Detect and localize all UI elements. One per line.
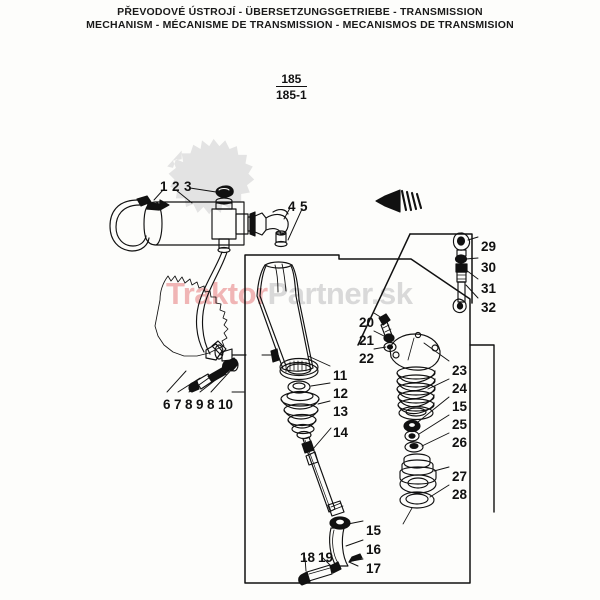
part-11-booster-cylinder-body <box>256 261 314 372</box>
callout-13: 13 <box>333 404 349 419</box>
callout-25: 25 <box>452 417 468 432</box>
part-26-washer <box>404 441 424 453</box>
title-line-1: PŘEVODOVÉ ÚSTROJÍ - ÜBERSETZUNGSGETRIEBE… <box>117 6 483 18</box>
part-4-elbow-fitting <box>254 208 289 248</box>
page-number-top: 185 <box>281 72 302 86</box>
part-12-seal-ring <box>287 380 311 394</box>
part-29-rod-end-eye <box>452 232 471 257</box>
part-15-pin-washer-upper <box>403 419 421 433</box>
callout-5: 5 <box>300 199 308 214</box>
callout-24: 24 <box>452 381 468 396</box>
part-28-retaining-ring <box>399 491 435 525</box>
lower-right-panel-edge <box>469 344 495 513</box>
page-number: 185 185-1 <box>276 72 307 102</box>
part-32-link-rod <box>452 281 467 314</box>
callout-6: 6 <box>163 397 171 412</box>
flywheel-gear-outline <box>154 275 229 357</box>
part-30-nut <box>454 254 468 264</box>
callout-2: 2 <box>172 179 180 194</box>
callout-31: 31 <box>481 281 497 296</box>
part-8-washer-stack <box>221 358 239 374</box>
callout-30: 30 <box>481 260 497 275</box>
callout-9: 9 <box>196 397 204 412</box>
callout-10: 10 <box>218 397 234 412</box>
gear-icon <box>164 138 255 318</box>
callout-26: 26 <box>452 435 468 450</box>
callout-16: 16 <box>366 542 382 557</box>
callout-7: 7 <box>174 397 182 412</box>
callout-17: 17 <box>366 561 382 576</box>
leader-lines <box>153 187 479 572</box>
part-11-cylinder-flange <box>279 357 319 381</box>
part-2-accumulator-cylinder <box>143 201 245 246</box>
callout-27: 27 <box>452 469 468 484</box>
callout-11: 11 <box>333 368 348 383</box>
callout-29: 29 <box>481 239 497 254</box>
part-18-bolt-long <box>298 564 333 586</box>
callout-20: 20 <box>359 315 375 330</box>
part-13-spring-washer-stack <box>280 390 320 440</box>
part-24-coil-spring <box>396 366 436 421</box>
part-21-washer <box>383 333 395 343</box>
title-line-2: MECHANISM - MÉCANISME DE TRANSMISSION - … <box>86 19 514 31</box>
part-5-union-nut <box>249 211 256 237</box>
part-23-cover-plate <box>389 331 441 371</box>
hatched-arrow-left-icon <box>375 189 423 213</box>
part-31-adjuster-sleeve <box>455 263 468 283</box>
part-2-cylinder-head <box>211 197 253 254</box>
part-16-clevis-fork <box>329 527 349 567</box>
diagram-title-block: PŘEVODOVÉ ÚSTROJÍ - ÜBERSETZUNGSGETRIEBE… <box>0 6 600 32</box>
callout-14: 14 <box>333 425 349 440</box>
hydraulic-hose <box>195 251 228 355</box>
callout-19: 19 <box>318 550 334 565</box>
callout-32: 32 <box>481 300 497 315</box>
main-panel-outline <box>244 254 471 584</box>
callout-15b: 15 <box>452 399 468 414</box>
part-10-hose-fitting <box>205 340 233 362</box>
callout-3: 3 <box>184 179 192 194</box>
callout-23: 23 <box>452 363 468 378</box>
part-27-rubber-bellows-boot <box>399 453 437 494</box>
callout-8a: 8 <box>185 397 193 412</box>
part-17-cotter-pin <box>348 553 363 567</box>
page-number-bottom: 185-1 <box>276 86 307 102</box>
part-14-push-rod <box>301 436 345 517</box>
part-7-sleeve <box>207 367 227 383</box>
callout-8b: 8 <box>207 397 215 412</box>
callout-21: 21 <box>359 333 375 348</box>
part-3-plug-cap <box>215 185 234 198</box>
part-19-washer-small <box>329 561 342 574</box>
callout-1: 1 <box>160 179 168 194</box>
callout-22: 22 <box>359 351 375 366</box>
callout-18: 18 <box>300 550 316 565</box>
upper-right-panel-outline <box>357 233 473 346</box>
callout-12: 12 <box>333 386 349 401</box>
part-1-clamp-strap <box>109 195 170 252</box>
callout-28: 28 <box>452 487 468 502</box>
part-15-pin-washer-lower <box>329 516 351 530</box>
callout-4: 4 <box>288 199 296 214</box>
callout-15a: 15 <box>366 523 382 538</box>
part-25-nut <box>404 430 420 442</box>
